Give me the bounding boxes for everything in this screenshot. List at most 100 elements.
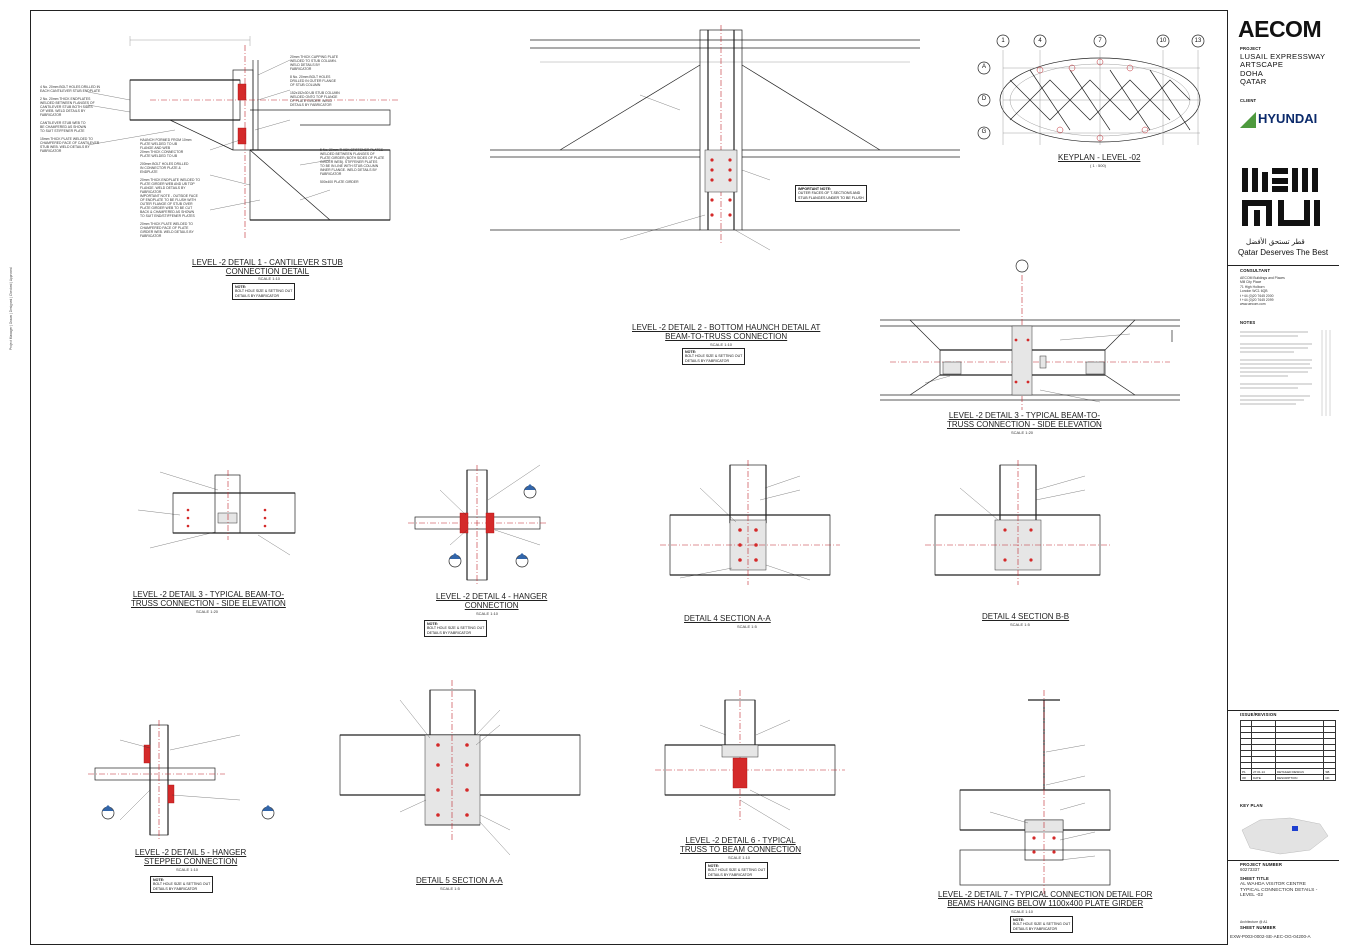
detail-2-scale: SCALE 1:10	[710, 342, 733, 347]
annotation-line: WELDED BETWEEN FLANGES OF	[40, 101, 95, 105]
annotation-line: TO SUIT STIFFENER PLATE	[40, 129, 85, 133]
annotation-line: DRILLED IN OUTER FLANGE	[290, 79, 336, 83]
detail-1-scale: SCALE 1:10	[258, 276, 281, 281]
detail-6-truss-to-beam	[655, 690, 845, 831]
annotation-line: CANTILEVER STUB BOTH SIDES	[40, 105, 93, 109]
detail-7-scale: SCALE 1:10	[1011, 909, 1034, 914]
annotation-line: FABRICATOR	[320, 172, 342, 176]
general-notes-text	[1240, 330, 1331, 416]
project-name: LUSAIL EXPRESSWAY ARTSCAPE DOHA QATAR	[1240, 52, 1326, 87]
annotation-line: 2 No. 20mm THICK ENDPLATES	[40, 97, 91, 101]
annotation-line: OF ENDPLATE TO BE FLUSH WITH	[140, 198, 196, 202]
annotation-line: ENDPLATE	[140, 170, 158, 174]
annotation-line: FABRICATOR	[290, 67, 312, 71]
detail-5-section-aa	[339, 680, 581, 856]
annotation-line: 20mm THICK CONNECTOR	[140, 150, 184, 154]
detail-6-scale: SCALE 1:10	[728, 855, 751, 860]
annotation-line: PLATE WELDED TO UB	[140, 142, 178, 146]
detail-7-plate-girder-hanger	[959, 690, 1111, 895]
annotation-line: EACH CANTILEVER STUB ENDPLATE	[40, 89, 101, 93]
drawing-area: .s{stroke:#222;fill:none;stroke-width:.7…	[87, 25, 1205, 895]
annotation-line: DETAILS BY FABRICATOR	[290, 103, 332, 107]
annotation-line: TO BE IN LINE WITH STUB COLUMN	[320, 164, 379, 168]
annotation-line: CHAMFERED FACE OF CANTILEVER	[40, 141, 100, 145]
key-plan-thumbnail	[1241, 817, 1329, 855]
annotation-line: CANTILEVER STUB WEB TO	[40, 121, 86, 125]
annotation-line: 8 No. 20mm BOLT HOLES	[290, 75, 331, 79]
keyplan-grid-row-label: A	[981, 64, 986, 70]
annotation-line: FLANGE AND WEB	[140, 146, 171, 150]
annotation-line: WELD DETAILS BY	[290, 63, 321, 67]
detail-3-side-elevation-left	[137, 470, 296, 556]
annotation-line: PLATE WELDED TO UB	[140, 154, 178, 158]
annotation-line: BE CHAMFERED AS SHOWN	[40, 125, 87, 129]
annotation-line: OUTER FLANGE OF STUB OVER	[140, 202, 193, 206]
keyplan-grid-col-label: 4	[1038, 38, 1042, 44]
keyplan-grid-row-label: G	[981, 129, 987, 135]
keyplan-grid-col-label: 1	[1001, 38, 1005, 44]
detail-2-title: LEVEL -2 DETAIL 2 - BOTTOM HAUNCH DETAIL…	[632, 323, 821, 341]
annotation-line: GIRDER WEB. WELD DETAILS BY	[140, 230, 194, 234]
annotation-line: 20mm THICK CAPPING PLATE	[290, 55, 339, 59]
detail-5-scale: SCALE 1:10	[176, 867, 199, 872]
annotation-line: HAUNCH FORMED FROM 10mm	[140, 138, 192, 142]
annotation-line: GIRDER WEB). STIFFENER PLATES	[320, 160, 378, 164]
keyplan-grid-row-label: D	[981, 96, 987, 102]
detail-2-important-note: IMPORTANT NOTE:OUTER FACES OF T-SECTIONS…	[795, 185, 867, 202]
annotation-line: FABRICATOR	[40, 113, 62, 117]
annotation-line: 500x400 PLATE GIRDER	[320, 180, 359, 184]
detail-4bb-title: DETAIL 4 SECTION B-B	[982, 612, 1070, 621]
annotation-line: 152x152x30 UB STUB COLUMN	[290, 91, 340, 95]
project-label: PROJECT	[1240, 46, 1262, 51]
annotation-line: 15mm THICK PLATE WELDED TO	[40, 137, 93, 141]
annotation-line: CHAMFERED FACE OF PLATE	[140, 226, 189, 230]
keyplan-grid-col-label: 13	[1194, 38, 1202, 44]
detail-4-section-aa	[660, 460, 840, 585]
detail-3-right-title: LEVEL -2 DETAIL 3 - TYPICAL BEAM-TO-TRUS…	[947, 411, 1102, 429]
annotation-line: FABRICATOR	[140, 234, 162, 238]
ashghal-tagline: Qatar Deserves The Best	[1238, 248, 1329, 257]
annotation-line: WELDED BETWEEN FLANGES OF	[320, 152, 375, 156]
annotation-line: FLANGE. WELD DETAILS BY	[140, 186, 186, 190]
keyplan-title: KEYPLAN - LEVEL -02	[1058, 153, 1141, 162]
ashghal-arabic-tagline: قطر تستحق الأفضل	[1246, 238, 1305, 246]
detail-3-right-scale: SCALE 1:20	[1011, 430, 1034, 435]
sheet-size: Architecture @ A1	[1240, 920, 1268, 924]
detail-4-scale: SCALE 1:10	[476, 611, 499, 616]
notes-label: NOTES	[1240, 320, 1256, 325]
annotation-line: OF WEB. WELD DETAILS BY	[40, 109, 86, 113]
sheet-number: EXW-P003-0002-SE-AEC-OG-04200-A	[1230, 934, 1311, 939]
detail-7-title: LEVEL -2 DETAIL 7 - TYPICAL CONNECTION D…	[938, 890, 1153, 908]
annotation-line: 20mm THICK PLATE WELDED TO	[140, 222, 193, 226]
aecom-logo: AECOM	[1238, 16, 1322, 42]
sheet-number-label: SHEET NUMBER	[1240, 925, 1276, 930]
hyundai-logo-mark	[1240, 112, 1256, 128]
annotation-line: INNER FLANGE. WELD DETAILS BY	[320, 168, 378, 172]
detail-4-hanger	[408, 464, 548, 585]
ashghal-logo	[1242, 168, 1320, 226]
detail-5aa-title: DETAIL 5 SECTION A-A	[416, 876, 503, 885]
client-label: CLIENT	[1240, 98, 1257, 103]
keyplan-grid-col-label: 7	[1098, 38, 1102, 44]
annotation-line: BACK & CHAMFERED AS SHOWN	[140, 210, 195, 214]
key-plan-label: KEY PLAN	[1240, 803, 1263, 808]
annotation-line: WELDED TO STUB COLUMN.	[290, 59, 337, 63]
detail-3-side-elevation-right	[880, 259, 1180, 410]
detail-5-hanger-stepped	[88, 720, 275, 840]
annotation-line: FABRICATOR	[140, 190, 162, 194]
annotation-line: IMPORTANT NOTE - OUTSIDE FACE	[140, 194, 198, 198]
detail-3-left-scale: SCALE 1:20	[196, 609, 219, 614]
detail-3-left-title: LEVEL -2 DETAIL 3 - TYPICAL BEAM-TO-TRUS…	[131, 590, 286, 608]
